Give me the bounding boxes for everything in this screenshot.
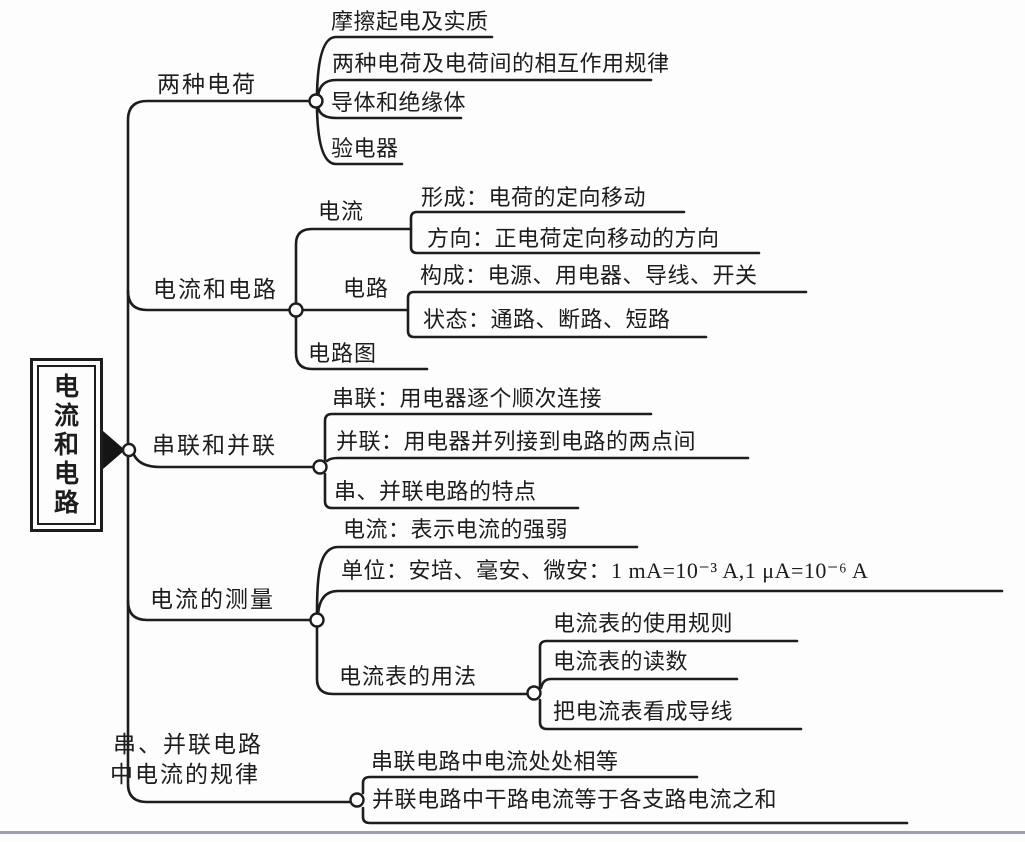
connector xyxy=(361,775,699,795)
leaf-label-circuit-diagram: 电路图 xyxy=(308,341,378,366)
connector xyxy=(409,210,761,255)
connector xyxy=(315,545,639,615)
connector xyxy=(406,290,808,339)
branch-label-series-parallel: 串联和并联 xyxy=(152,433,277,458)
connector xyxy=(539,677,739,690)
root-title: 电流和电路 xyxy=(53,373,79,517)
leaf-label: 电流：表示电流的强弱 xyxy=(343,517,569,542)
junction-dot xyxy=(312,459,328,475)
junction-dot xyxy=(308,93,324,109)
leaf-label: 把电流表看成导线 xyxy=(553,699,734,724)
branch-label-current-circuit: 电流和电路 xyxy=(153,277,278,302)
connector xyxy=(294,315,429,371)
leaf-label: 串联：用电器逐个顺次连接 xyxy=(332,386,603,411)
leaf-label: 串联电路中电流处处相等 xyxy=(371,749,619,774)
connector xyxy=(323,472,580,510)
connector xyxy=(126,599,312,622)
connector xyxy=(316,78,653,98)
connector xyxy=(315,625,529,696)
leaf-label: 形成：电荷的定向移动 xyxy=(421,185,647,210)
branch-label-two-charges: 两种电荷 xyxy=(157,72,257,97)
leaf-label: 电流表的使用规则 xyxy=(553,611,734,636)
junction-dot xyxy=(526,685,542,701)
branch-label-current-measurement: 电流的测量 xyxy=(150,587,275,612)
leaf-label: 导体和绝缘体 xyxy=(331,90,467,115)
connector xyxy=(316,105,463,120)
leaf-label: 摩擦起电及实质 xyxy=(331,9,489,34)
page-bottom-divider xyxy=(0,831,1025,834)
sub-branch-label-ammeter-usage: 电流表的用法 xyxy=(339,664,478,689)
root-arrow-icon xyxy=(103,431,125,469)
sub-branch-label-current: 电流 xyxy=(318,199,365,224)
branch-label-current-rules-line2: 中电流的规律 xyxy=(110,762,260,787)
connector xyxy=(315,106,404,166)
connector xyxy=(361,806,909,825)
connector xyxy=(126,289,292,312)
connector xyxy=(325,456,750,463)
junction-dot xyxy=(309,612,325,628)
branch-label-current-rules-line1: 串、并联电路 xyxy=(113,732,263,757)
junction-dot xyxy=(349,792,365,808)
connector xyxy=(294,227,413,305)
leaf-label: 状态：通路、断路、短路 xyxy=(423,307,671,332)
root-node-inner-frame: 电流和电路 xyxy=(37,365,96,525)
connector xyxy=(315,35,494,97)
branch-connectors xyxy=(126,35,1004,825)
connector xyxy=(538,698,803,731)
connector xyxy=(316,589,1004,616)
root-node: 电流和电路 xyxy=(30,358,103,532)
connector xyxy=(538,639,799,689)
leaf-label: 并联：用电器并列接到电路的两点间 xyxy=(336,429,697,454)
connector xyxy=(132,453,315,469)
sub-branch-label-circuit: 电路 xyxy=(343,276,390,301)
leaf-label: 方向：正电荷定向移动的方向 xyxy=(427,226,720,251)
leaf-label: 串、并联电路的特点 xyxy=(334,479,537,504)
leaf-label: 并联电路中干路电流等于各支路电流之和 xyxy=(372,787,778,812)
connector xyxy=(323,412,653,462)
junction-dot xyxy=(121,442,137,458)
junction-dot xyxy=(288,302,304,318)
leaf-label: 电流表的读数 xyxy=(553,649,689,674)
leaf-label: 验电器 xyxy=(331,136,399,161)
leaf-label: 两种电荷及电荷间的相互作用规律 xyxy=(332,51,670,76)
leaf-label-units-formula: 单位：安培、毫安、微安：1 mA=10⁻³ A,1 μA=10⁻⁶ A xyxy=(341,558,869,583)
leaf-label: 构成：电源、用电器、导线、开关 xyxy=(420,263,758,288)
junction-dots xyxy=(121,93,542,808)
